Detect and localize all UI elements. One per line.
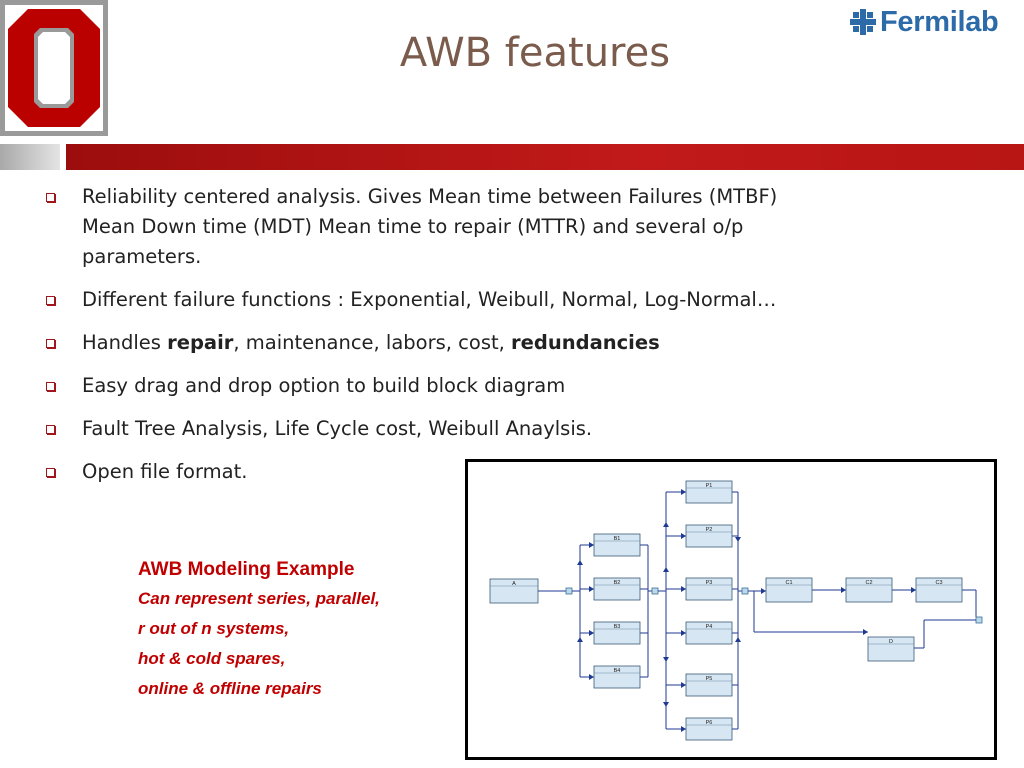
- bullet-square-icon: [46, 339, 55, 348]
- bullet-square-icon: [46, 382, 55, 391]
- bullet-square-icon: [46, 296, 55, 305]
- arrow-icon: [911, 587, 916, 593]
- example-line: online & offline repairs: [138, 679, 322, 698]
- example-line: hot & cold spares,: [138, 649, 286, 668]
- block-label: C2: [865, 580, 872, 586]
- university-logo: [0, 0, 110, 136]
- arrow-icon: [663, 567, 669, 572]
- bullet-text: Handles: [82, 331, 168, 354]
- block-b2[interactable]: [593, 577, 641, 601]
- block-label: P1: [706, 483, 713, 489]
- block-label: P5: [706, 676, 713, 682]
- block-label: C1: [785, 580, 792, 586]
- block-c2[interactable]: [845, 577, 893, 603]
- bullet-text-line2: Mean Down time (MDT) Mean time to repair…: [82, 215, 744, 238]
- block-label: P4: [706, 624, 713, 630]
- bullet-list: Reliability centered analysis. Gives Mea…: [42, 182, 942, 500]
- bullet-square-icon: [46, 425, 55, 434]
- arrow-icon: [663, 657, 669, 662]
- bullet-square-icon: [46, 468, 55, 477]
- block-label: B2: [614, 580, 621, 586]
- arrow-icon: [663, 702, 669, 707]
- arrow-icon: [589, 542, 594, 548]
- slide-title: AWB features: [399, 30, 671, 76]
- junction-node: [565, 587, 573, 595]
- bullet-text: Reliability centered analysis. Gives Mea…: [82, 185, 778, 208]
- bullet-text: Different failure functions : Exponentia…: [82, 288, 777, 311]
- fermilab-logo: Fermilab: [850, 5, 999, 38]
- bullet-item: Easy drag and drop option to build block…: [42, 371, 942, 401]
- example-caption: AWB Modeling Example Can represent serie…: [138, 556, 380, 704]
- bullet-item: Fault Tree Analysis, Life Cycle cost, We…: [42, 414, 942, 444]
- block-b4[interactable]: [593, 665, 641, 689]
- block-p3[interactable]: [685, 577, 733, 601]
- arrow-icon: [589, 630, 594, 636]
- arrow-icon: [841, 587, 846, 593]
- bullet-bold-text: repair: [167, 331, 234, 354]
- arrow-icon: [577, 637, 583, 642]
- brand-name: Fermilab: [880, 5, 999, 38]
- junction-node: [975, 616, 983, 624]
- bullet-square-icon: [46, 193, 55, 202]
- block-label: B3: [614, 624, 621, 630]
- bullet-bold-text: redundancies: [511, 331, 660, 354]
- bullet-item: Reliability centered analysis. Gives Mea…: [42, 182, 942, 272]
- bullet-item: Different failure functions : Exponentia…: [42, 285, 942, 315]
- block-c1[interactable]: [765, 577, 813, 603]
- bullet-text: , maintenance, labors, cost,: [233, 331, 512, 354]
- arrow-icon: [735, 537, 741, 542]
- junction-node: [651, 587, 659, 595]
- block-label: P3: [706, 580, 713, 586]
- arrow-icon: [681, 489, 686, 495]
- arrow-icon: [681, 533, 686, 539]
- junction-node: [741, 587, 749, 595]
- arrow-icon: [761, 588, 766, 594]
- arrow-icon: [663, 522, 669, 527]
- block-label: B4: [614, 668, 621, 674]
- block-b1[interactable]: [593, 533, 641, 557]
- bullet-text: Fault Tree Analysis, Life Cycle cost, We…: [82, 417, 593, 440]
- bullet-item: Open file format.: [42, 457, 942, 487]
- arrow-icon: [681, 630, 686, 636]
- arrow-icon: [863, 629, 868, 635]
- block-p1[interactable]: [685, 480, 733, 504]
- block-p5[interactable]: [685, 673, 733, 697]
- divider-gray: [0, 144, 60, 170]
- block-label: P6: [706, 720, 713, 726]
- block-p6[interactable]: [685, 717, 733, 741]
- example-line: r out of n systems,: [138, 619, 290, 638]
- bullet-text: Open file format.: [82, 460, 248, 483]
- block-label: B1: [614, 536, 621, 542]
- arrow-icon: [681, 586, 686, 592]
- block-label: A: [512, 581, 516, 587]
- block-a[interactable]: [489, 578, 539, 604]
- fermilab-mark-icon: [850, 9, 876, 35]
- arrow-icon: [681, 726, 686, 732]
- block-label: C3: [935, 580, 942, 586]
- block-d[interactable]: [867, 636, 915, 662]
- divider-red: [66, 144, 1024, 170]
- block-label: P2: [706, 527, 713, 533]
- block-p2[interactable]: [685, 524, 733, 548]
- example-line: Can represent series, parallel,: [138, 589, 380, 608]
- arrow-icon: [589, 674, 594, 680]
- bullet-item: Handles repair, maintenance, labors, cos…: [42, 328, 942, 358]
- bullet-text-line3: parameters.: [82, 245, 202, 268]
- block-label: D: [889, 639, 893, 645]
- arrow-icon: [589, 586, 594, 592]
- block-b3[interactable]: [593, 621, 641, 645]
- example-title: AWB Modeling Example: [138, 559, 355, 580]
- block-p4[interactable]: [685, 621, 733, 645]
- arrow-icon: [681, 682, 686, 688]
- arrow-icon: [735, 637, 741, 642]
- block-c3[interactable]: [915, 577, 963, 603]
- bullet-text: Easy drag and drop option to build block…: [82, 374, 566, 397]
- arrow-icon: [577, 560, 583, 565]
